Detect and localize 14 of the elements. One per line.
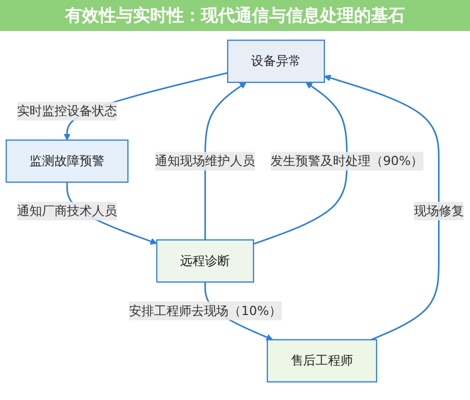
- node-box: 设备异常: [227, 40, 325, 83]
- node-box: 监测故障预警: [6, 139, 128, 183]
- arrow: [324, 74, 440, 340]
- edge-label: 通知现场维护人员: [155, 153, 256, 168]
- edge-label: 实时监控设备状态: [17, 103, 118, 118]
- edge-label: 安排工程师去现场（10%）: [128, 303, 282, 318]
- title-banner: 有效性与实时性：现代通信与信息处理的基石: [0, 0, 470, 31]
- arrow: [253, 82, 348, 245]
- node-box: 远程诊断: [156, 239, 254, 283]
- arrow: [204, 82, 246, 240]
- edge-label: 现场修复: [414, 203, 464, 218]
- node-box: 售后工程师: [266, 339, 378, 382]
- edge-label: 发生预警及时处理（90%）: [270, 153, 424, 168]
- edge-label: 通知厂商技术人员: [17, 203, 118, 218]
